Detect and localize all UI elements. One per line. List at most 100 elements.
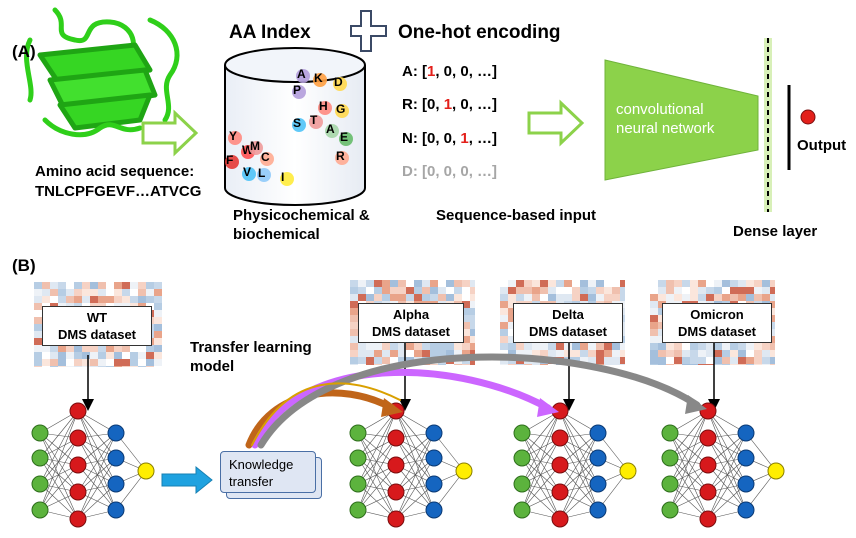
heatmap-cell [34,345,42,352]
heatmap-cell [612,287,620,294]
heatmap-cell [106,352,114,359]
heatmap-cell [754,350,762,357]
heatmap-cell [698,343,706,350]
heatmap-cell [106,345,114,352]
heatmap-cell [414,294,422,301]
cylinder-caption-2: biochemical [233,226,320,243]
heatmap-cell [66,296,74,303]
heatmap-cell [612,343,620,350]
heatmap-cell [50,359,58,366]
heatmap-cell [524,280,532,287]
heatmap-cell [154,338,162,345]
heatmap-cell [366,343,374,350]
heatmap-cell [130,352,138,359]
heatmap-cell [454,294,462,301]
heatmap-cell [650,343,658,350]
aa-bubble [228,131,242,145]
transfer-model-label-1: Transfer learning [190,339,312,356]
heatmap-cell [500,343,508,350]
heatmap-cell [508,336,516,343]
heatmap-cell [730,357,738,364]
heatmap-cell [604,350,612,357]
heatmap-cell [374,294,382,301]
heatmap-cell [366,294,374,301]
aa-bubble [257,168,271,182]
heatmap-cell [722,357,730,364]
cnn-trapezoid [604,59,759,181]
heatmap-cell [564,287,572,294]
nn-node [589,475,607,493]
heatmap-cell [548,343,556,350]
heatmap-cell [714,350,722,357]
heatmap-cell [50,282,58,289]
heatmap-cell [658,357,666,364]
nn-node [107,424,125,442]
aa-bubble [325,124,339,138]
heatmap-cell [34,324,42,331]
nn-node [349,449,367,467]
heatmap-cell [374,287,382,294]
heatmap-cell [770,357,775,364]
nn-edge [39,410,79,511]
nn-edge [77,410,117,511]
aa-letter: Y [229,129,237,143]
heatmap-cell [122,289,130,296]
heatmap-cell [770,364,775,365]
heatmap-cell [746,343,754,350]
heatmap-cell [666,357,674,364]
heatmap-cell [382,287,390,294]
nn-node [425,424,443,442]
heatmap-cell [770,308,775,315]
heatmap-cell [508,343,516,350]
heatmap-cell [382,364,390,365]
heatmap-cell [422,280,430,287]
heatmap-cell [572,350,580,357]
heatmap-cell [698,350,706,357]
heatmap-cell [106,359,114,366]
encoding-row-r: R: [0, 1, 0, …] [402,96,498,113]
nn-node [699,429,717,447]
heatmap-cell [588,357,596,364]
heatmap-cell [674,357,682,364]
heatmap-cell [42,352,50,359]
heatmap-cell [658,364,666,365]
heatmap-cell [82,296,90,303]
heatmap-cell [524,287,532,294]
heatmap-cell [470,301,475,308]
heatmap-cell [406,280,414,287]
heatmap-cell [66,359,74,366]
aa-bubble [225,155,239,169]
nn-node [551,510,569,528]
nn-edge [707,410,747,459]
heatmap-cell [666,350,674,357]
nn-edge [707,464,747,511]
cnn-label-2: neural network [616,120,715,137]
heatmap-cell [358,343,366,350]
heatmap-cell [500,350,508,357]
heatmap-cell [532,294,540,301]
heatmap-cell [390,343,398,350]
heatmap-cell [548,294,556,301]
aa-letter: D [334,75,343,89]
heatmap-cell [604,357,612,364]
nn-edge [39,432,79,520]
nn-edge [559,410,599,485]
heatmap-cell [74,296,82,303]
heatmap-cell [500,329,508,336]
heatmap-cell [454,364,462,365]
heatmap-cell [50,352,58,359]
heatmap-cell [650,329,658,336]
heatmap-cell [462,315,470,322]
heatmap-cell [730,364,738,365]
heatmap-cell [500,294,508,301]
nn-node [737,449,755,467]
nn-edge [39,410,79,459]
heatmap-cell [34,282,42,289]
heatmap-cell [770,287,775,294]
heatmap-cell [414,280,422,287]
nn-node [513,424,531,442]
aa-bubble [309,115,323,129]
nn-edge [707,410,747,511]
aa-bubble [296,69,310,83]
nn-node [107,475,125,493]
